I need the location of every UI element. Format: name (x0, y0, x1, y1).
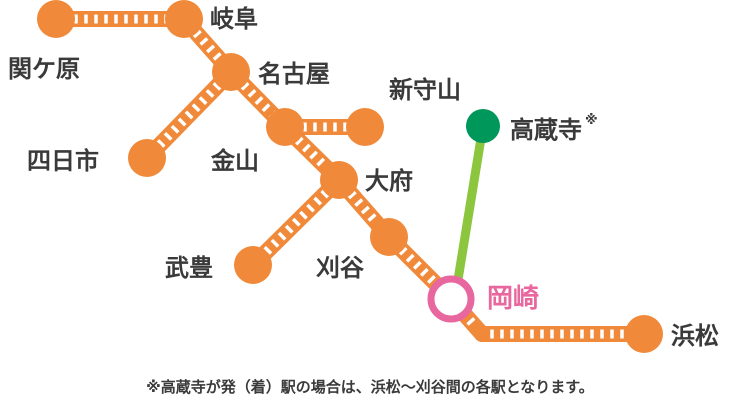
track-tie (316, 157, 326, 167)
track-tie (261, 103, 271, 113)
track-tie (254, 96, 264, 105)
track-tie (309, 150, 318, 160)
track-tie (263, 245, 273, 255)
track-tie (419, 267, 429, 277)
station-label-yokkaichi: 四日市 (27, 147, 99, 175)
station-label-sekigahara: 関ケ原 (8, 55, 80, 83)
track-tie (367, 213, 377, 222)
track-tie (247, 89, 257, 98)
track-tie (320, 189, 330, 199)
track-tie (206, 44, 216, 54)
station-label-kanayama: 金山 (210, 147, 259, 175)
track-tie (198, 96, 208, 106)
track-tie (412, 260, 422, 270)
track-tie (156, 139, 166, 148)
station-marker-kanayama[interactable] (266, 108, 304, 146)
station-label-gifu: 岐阜 (210, 5, 258, 33)
track-tie (294, 136, 304, 146)
station-label-shinmoriyama: 新守山 (389, 76, 461, 104)
track-tie (306, 203, 315, 213)
station-marker-gifu[interactable] (165, 0, 203, 38)
track-tie (347, 190, 357, 200)
track-tie (163, 131, 173, 141)
track-tie (212, 81, 222, 91)
station-marker-hamamatsu[interactable] (625, 315, 663, 353)
station-marker-obu[interactable] (320, 161, 358, 199)
station-marker-okazaki[interactable] (427, 275, 475, 323)
track-tie (405, 253, 415, 263)
track-tie (212, 52, 222, 61)
station-label-takakuraji-mark: ※ (585, 113, 598, 128)
track-tie (191, 103, 201, 113)
station-label-obu: 大府 (365, 167, 413, 195)
station-marker-takakuraji[interactable] (466, 109, 500, 143)
track-tie (302, 143, 311, 153)
track-tie (284, 224, 294, 234)
track-tie (360, 205, 370, 215)
track-tie (205, 89, 215, 98)
track-tie (177, 117, 187, 127)
station-marker-kariya[interactable] (370, 218, 408, 256)
station-label-okazaki: 岡崎 (487, 284, 539, 314)
track-tie (427, 275, 436, 284)
station-label-hamamatsu: 浜松 (671, 322, 719, 350)
station-label-taketoyo: 武豊 (165, 254, 213, 282)
station-marker-shinmoriyama[interactable] (346, 108, 384, 146)
track-tie (277, 231, 287, 241)
station-marker-nagoya[interactable] (212, 53, 250, 91)
station-label-nagoya: 名古屋 (258, 60, 330, 88)
station-label-kariya: 刈谷 (316, 254, 365, 282)
track-tie (313, 196, 323, 206)
track-tie (184, 110, 194, 120)
station-marker-sekigahara[interactable] (37, 0, 75, 38)
aichi-loop-line (451, 121, 488, 297)
track-tie (270, 238, 280, 248)
track-tie (398, 246, 408, 256)
track-tie (291, 217, 301, 227)
track-tie (299, 210, 308, 220)
track-tie (192, 29, 202, 39)
track-tie (240, 81, 250, 91)
station-marker-taketoyo[interactable] (234, 246, 272, 284)
footnote: ※高蔵寺が発（着）駅の場合は、浜松〜刈谷間の各駅となります。 (146, 378, 594, 396)
track-tie (199, 37, 209, 46)
track-turn-hamamatsu (474, 326, 652, 342)
track-tie (466, 317, 476, 326)
station-label-takakuraji: 高蔵寺 (510, 116, 582, 144)
track-sekigahara-gifu (48, 11, 192, 27)
station-marker-yokkaichi[interactable] (128, 139, 166, 177)
track-tie (170, 124, 180, 134)
track-tie (354, 198, 364, 207)
